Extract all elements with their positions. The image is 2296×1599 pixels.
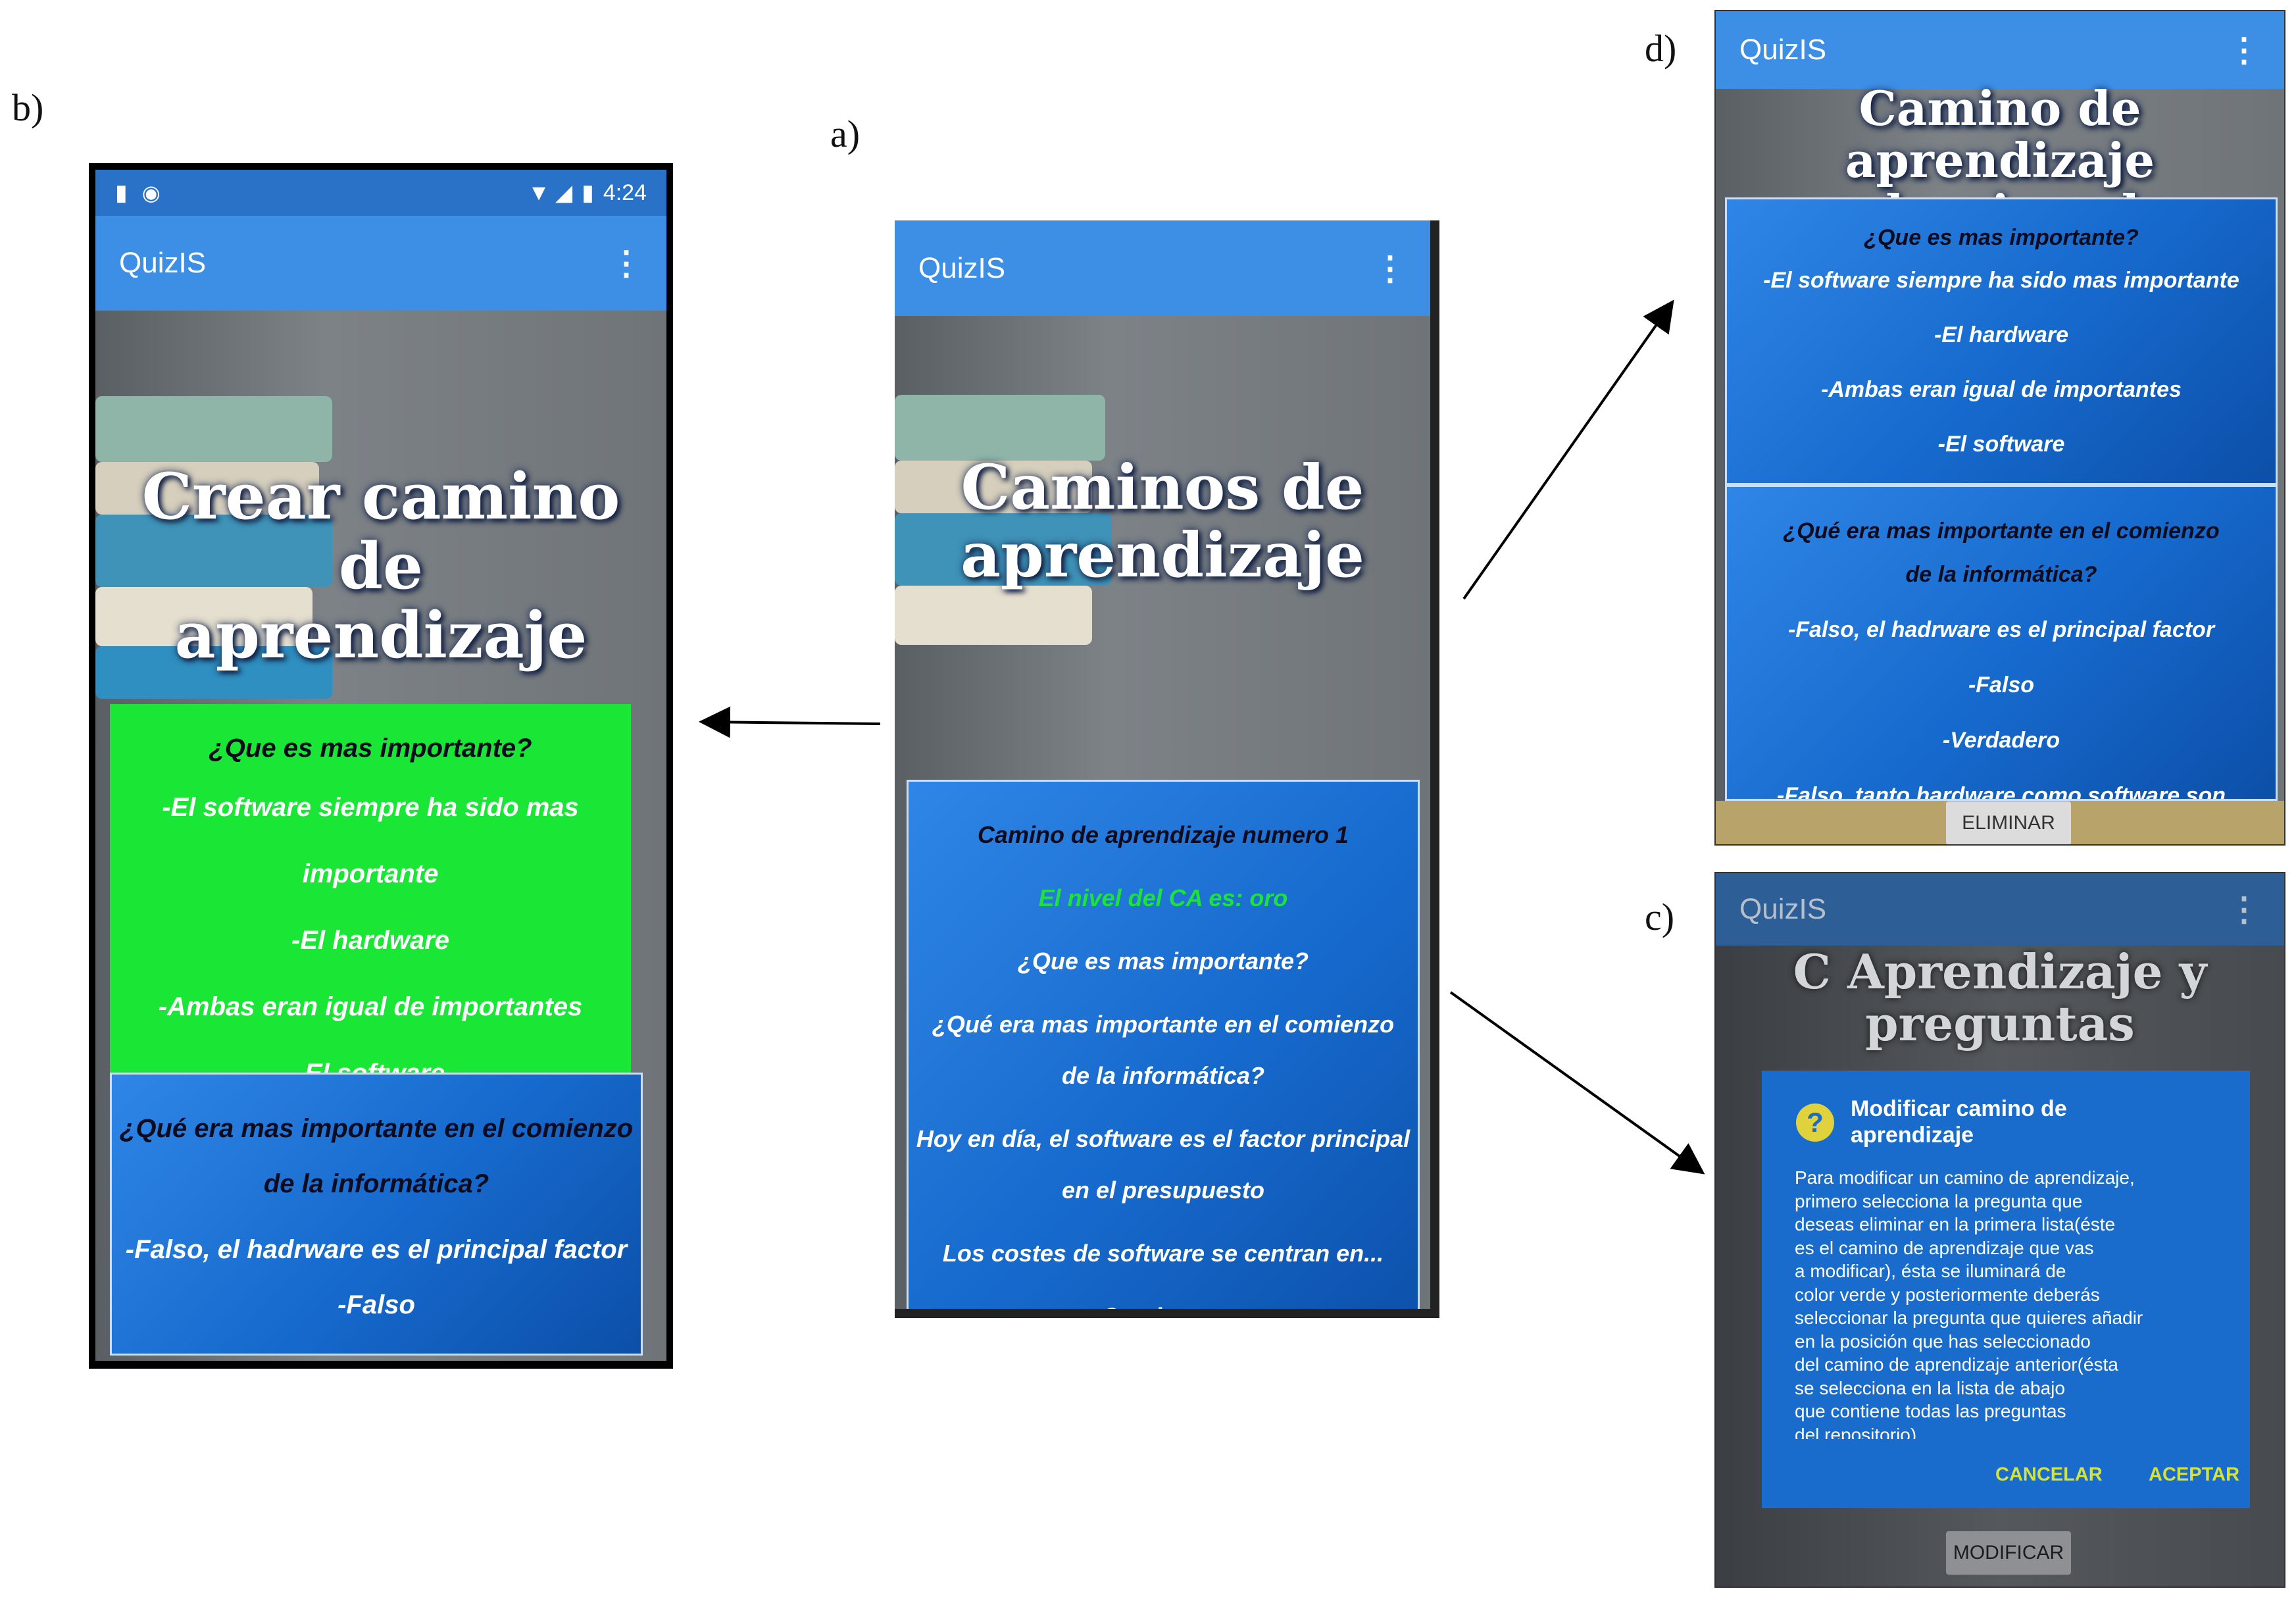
book-image (895, 395, 1105, 461)
dialog-title: Modificar camino de aprendizaje (1851, 1096, 2067, 1148)
answer-text: -El software (1937, 432, 2065, 457)
book-image (895, 586, 1092, 645)
overflow-menu-icon[interactable]: ⋮ (2228, 891, 2260, 928)
answer-text: -El hardware (291, 926, 450, 955)
answer-text: -Falso, tanto hardware como software son (1776, 783, 2226, 801)
path-level: El nivel del CA es: oro (1038, 884, 1288, 911)
app-title: QuizIS (1739, 893, 1827, 925)
book-image (895, 461, 1092, 513)
continue-link[interactable]: Continuo... (909, 1291, 1418, 1309)
app-title: QuizIS (918, 251, 1006, 284)
book-image (95, 462, 319, 515)
books-background: Caminos de aprendizaje Camino de aprendi… (895, 316, 1430, 1309)
answer-text: -Falso (1968, 673, 2035, 698)
book-image (95, 515, 332, 587)
screen-d-selected-path: QuizIS ⋮ Camino de aprendizaje seleccion… (1714, 10, 2285, 846)
delete-button[interactable]: ELIMINAR (1946, 801, 2071, 844)
overflow-menu-icon[interactable]: ⋮ (2228, 32, 2260, 68)
learning-path-card[interactable]: Camino de aprendizaje numero 1 El nivel … (907, 780, 1420, 1309)
path-heading: Camino de aprendizaje numero 1 (977, 821, 1349, 848)
page-title: C Aprendizaje y preguntas (1793, 944, 2207, 1052)
books-background: Crear camino de aprendizaje ¿Que es mas … (95, 311, 666, 1361)
path-question: de la informática? (1061, 1062, 1265, 1089)
path-question: en el presupuesto (1061, 1177, 1265, 1204)
cancel-button[interactable]: CANCELAR (1995, 1464, 2103, 1485)
path-question: Hoy en día, el software es el factor pri… (916, 1125, 1410, 1152)
sync-icon: ◉ (141, 181, 161, 205)
book-image (95, 396, 332, 462)
label-c: c) (1645, 896, 1675, 938)
screen-c-modify-dialog: QuizIS ⋮ C Aprendizaje y preguntas ? Mod… (1714, 872, 2285, 1588)
modify-button[interactable]: MODIFICAR (1946, 1531, 2071, 1575)
answer-text: -El software siempre ha sido mas importa… (1763, 268, 2239, 293)
app-title: QuizIS (1739, 34, 1827, 66)
books-background: C Aprendizaje y preguntas ? Modificar ca… (1716, 946, 2284, 1586)
app-bar: QuizIS ⋮ (1716, 873, 2284, 946)
question-text: de la informática? (1905, 562, 2097, 587)
answer-text: -Falso, el hadrware es el principal fact… (1787, 617, 2215, 642)
overflow-menu-icon[interactable]: ⋮ (1374, 249, 1407, 287)
screen-b-create-path: ▮ ◉ ▼ ◢ ▮ 4:24 QuizIS ⋮ Crear camino de … (89, 163, 673, 1369)
question-card-selected[interactable]: ¿Que es mas importante? -El software sie… (110, 704, 631, 1088)
signal-icon: ◢ (555, 180, 573, 205)
answer-text: -Verdadero (1942, 728, 2060, 753)
question-text: ¿Que es mas importante? (1864, 225, 2139, 250)
answer-text: -El hardware (1934, 322, 2069, 347)
wifi-icon: ▼ (528, 180, 550, 205)
label-b: b) (12, 86, 44, 129)
dialog-message: Para modificar un camino de aprendizaje,… (1795, 1167, 2143, 1439)
screen-a-learning-paths: QuizIS ⋮ Caminos de aprendizaje Camino d… (895, 220, 1439, 1318)
modify-path-dialog: ? Modificar camino de aprendizaje Para m… (1762, 1071, 2250, 1508)
book-image (895, 513, 1112, 586)
answer-text: -Ambas eran igual de importantes (1821, 377, 2182, 402)
label-d: d) (1645, 27, 1677, 70)
battery-icon: ▮ (582, 180, 594, 205)
books-background: Camino de aprendizaje seleccionado ¿Que … (1716, 82, 2284, 844)
status-bar: ▮ ◉ ▼ ◢ ▮ 4:24 (95, 170, 666, 216)
path-question: ¿Que es mas importante? (1017, 948, 1309, 975)
question-text: de la informática? (263, 1169, 489, 1198)
page-title: Crear camino de aprendizaje (141, 459, 620, 673)
question-card[interactable]: ¿Qué era mas importante en el comienzo d… (1725, 485, 2278, 801)
answer-text: -Ambas eran igual de importantes (158, 992, 583, 1021)
question-card[interactable]: ¿Que es mas importante? -El software sie… (1725, 197, 2278, 485)
app-title: QuizIS (119, 247, 207, 279)
overflow-menu-icon[interactable]: ⋮ (610, 245, 643, 282)
question-text: ¿Qué era mas importante en el comienzo (1783, 519, 2220, 544)
path-question: Los costes de software se centran en... (942, 1240, 1384, 1267)
question-card[interactable]: ¿Qué era mas importante en el comienzo d… (110, 1073, 643, 1356)
answer-text: -Falso (337, 1290, 415, 1319)
sd-card-icon: ▮ (115, 180, 128, 205)
book-image (95, 646, 332, 699)
help-icon: ? (1796, 1104, 1834, 1142)
app-bar: QuizIS ⋮ (895, 220, 1430, 316)
answer-text: -Falso, el hadrware es el principal fact… (125, 1235, 628, 1264)
question-text: ¿Qué era mas importante en el comienzo (119, 1114, 634, 1143)
answer-text: -El software siempre ha sido mas importa… (162, 793, 579, 888)
accept-button[interactable]: ACEPTAR (2149, 1464, 2240, 1485)
path-question: ¿Qué era mas importante en el comienzo (932, 1011, 1395, 1038)
label-a: a) (830, 113, 861, 155)
page-title: Caminos de aprendizaje (961, 451, 1364, 592)
app-bar: QuizIS ⋮ (1716, 11, 2284, 89)
book-image (95, 587, 312, 646)
status-time: 4:24 (603, 180, 647, 205)
app-bar: QuizIS ⋮ (95, 216, 666, 311)
question-text: ¿Que es mas importante? (209, 734, 532, 763)
